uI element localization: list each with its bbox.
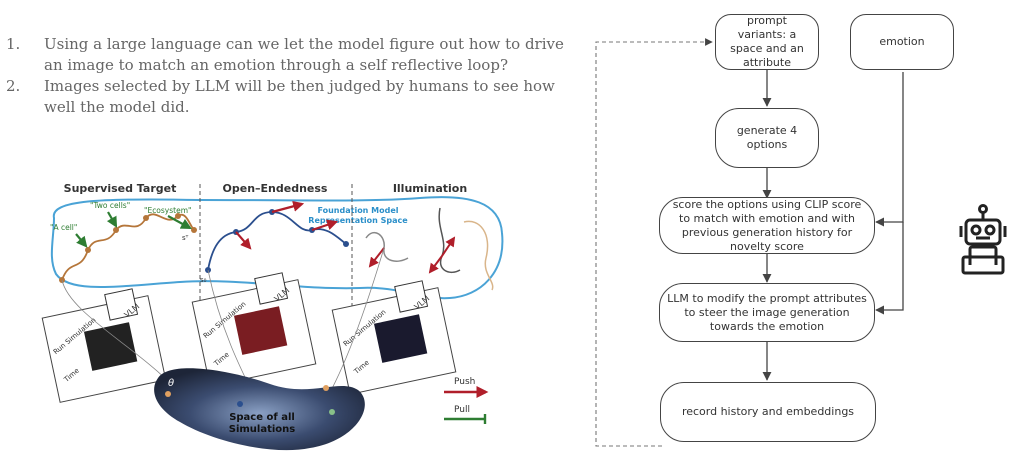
theta-label: θ [168, 378, 174, 389]
push-arrow [235, 231, 252, 250]
pull-arrow [167, 215, 192, 230]
all-sims-line2: Simulations [229, 424, 296, 435]
list-number: 2. [6, 77, 21, 95]
pull-legend-label: Pull [454, 405, 470, 415]
push-arrow [428, 255, 443, 274]
space-label-line2: Representation Space [308, 216, 408, 225]
push-arrow [311, 219, 339, 232]
target-label-ecosystem: "Ecosystem" [144, 206, 191, 215]
target-label-two-cells: "Two cells" [90, 201, 130, 210]
list-text-line: Using a large language can we let the mo… [44, 35, 564, 53]
simulation-panel-right: VLM Run Simulation Time [331, 280, 457, 395]
llm-modify-prompt-box: LLM to modify the prompt attributes to s… [659, 283, 875, 342]
generate-options-box: generate 4 options [715, 108, 819, 168]
robot-icon [959, 204, 1007, 275]
illumination-trajectory [463, 220, 494, 291]
section-title-illumination: Illumination [393, 182, 467, 195]
trajectory-points [59, 213, 197, 283]
record-history-box: record history and embeddings [660, 382, 876, 442]
simulation-panel-left: VLM Run Simulation Time [41, 288, 167, 403]
score-options-box: score the options using CLIP score to ma… [659, 197, 875, 254]
push-arrow [368, 247, 385, 268]
s0-label: s₀ [200, 276, 207, 284]
sim-point [165, 391, 171, 397]
simulation-panel-middle: VLM Run Simulation Time [191, 272, 317, 387]
representation-space [50, 196, 504, 300]
list-number: 1. [6, 35, 21, 53]
target-label-a-cell: "A cell" [50, 223, 77, 232]
all-sims-line1: Space of all [229, 412, 295, 423]
space-label-line1: Foundation Model [317, 206, 398, 215]
section-title-supervised: Supervised Target [64, 182, 177, 195]
push-arrow [271, 200, 305, 214]
push-arrow [441, 236, 456, 257]
prompt-variants-box: prompt variants: a space and an attribut… [715, 14, 819, 70]
list-text-line: an image to match an emotion through a s… [44, 56, 508, 74]
list-text-line: well the model did. [44, 98, 190, 116]
sT-label: sᵀ [182, 234, 189, 242]
pull-arrow [75, 233, 88, 248]
push-legend-label: Push [454, 377, 475, 387]
sim-point [329, 409, 335, 415]
research-figure: Supervised Target Open–Endedness Illumin… [41, 182, 504, 451]
section-title-open-endedness: Open–Endedness [223, 182, 328, 195]
pull-arrow [106, 211, 118, 228]
list-text-line: Images selected by LLM will be then judg… [44, 77, 555, 95]
sim-point [237, 401, 243, 407]
emotion-box: emotion [850, 14, 954, 70]
sim-point [323, 385, 329, 391]
space-of-all-simulations [154, 368, 365, 451]
